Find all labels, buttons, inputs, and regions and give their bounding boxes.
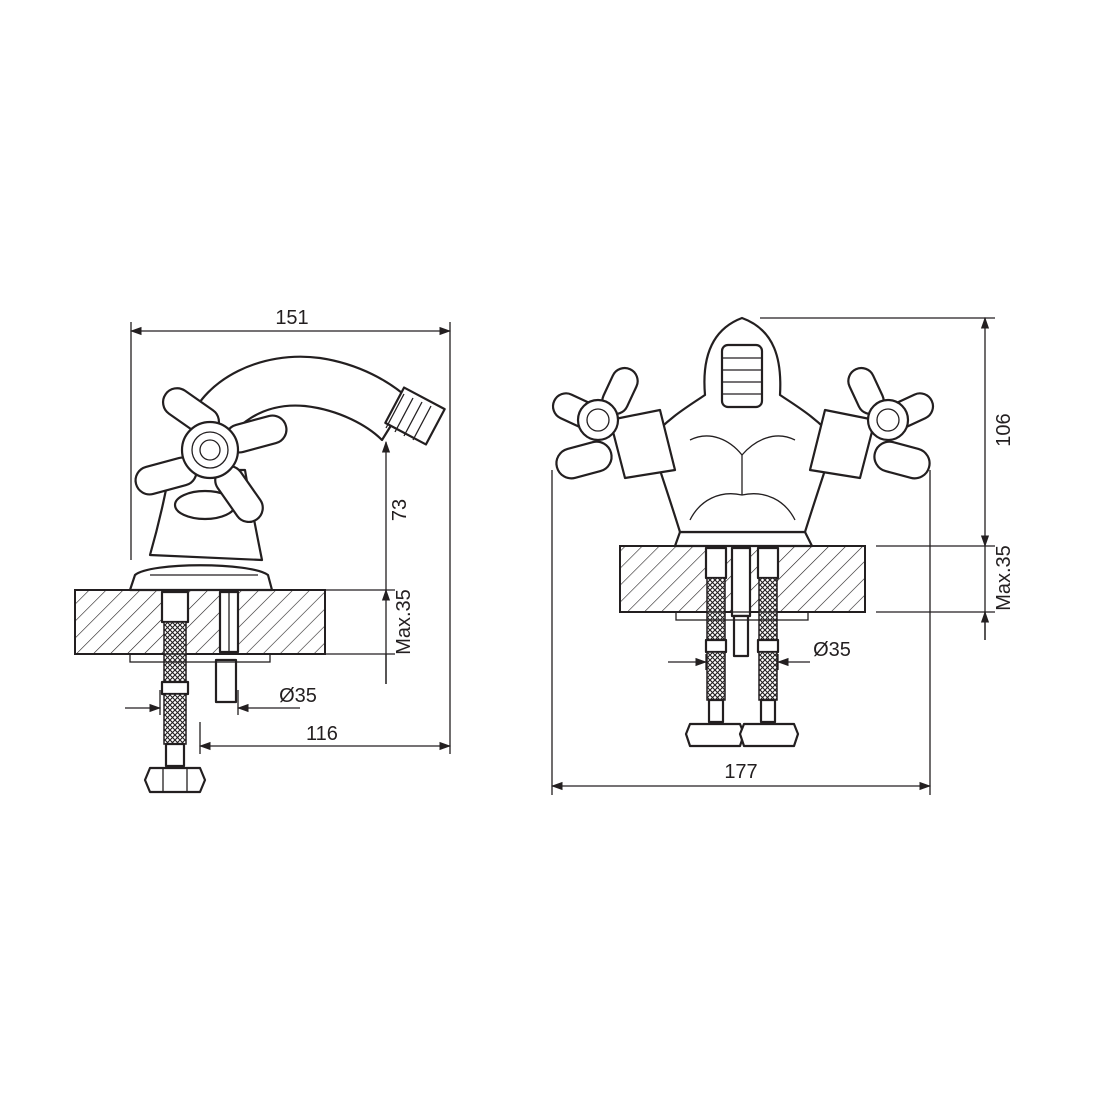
front-aerator xyxy=(720,343,764,409)
front-view: 106 Max.35 Ø35 177 xyxy=(550,316,1015,795)
dim-side-reach: 116 xyxy=(306,723,338,745)
dim-front-width: 177 xyxy=(724,761,757,783)
left-handle xyxy=(551,366,677,480)
dim-side-max-deck: Max.35 xyxy=(393,589,415,655)
dim-spout-height: 73 xyxy=(389,499,411,521)
right-handle xyxy=(808,366,935,480)
supply-hose xyxy=(143,590,207,794)
side-view: 151 73 Max.35 Ø35 116 xyxy=(74,307,452,794)
dim-front-max-deck: Max.35 xyxy=(993,545,1015,611)
countertop-section xyxy=(74,589,326,655)
aerator xyxy=(384,386,446,446)
cross-handle xyxy=(134,387,288,524)
mounting-rod xyxy=(214,590,240,704)
dim-front-hole-diameter: Ø35 xyxy=(813,639,851,661)
supply-hoses xyxy=(684,546,800,748)
dim-side-width: 151 xyxy=(275,307,308,329)
dim-side-hole-diameter: Ø35 xyxy=(279,685,317,707)
tap-base xyxy=(128,564,274,592)
dim-front-height: 106 xyxy=(993,413,1015,446)
